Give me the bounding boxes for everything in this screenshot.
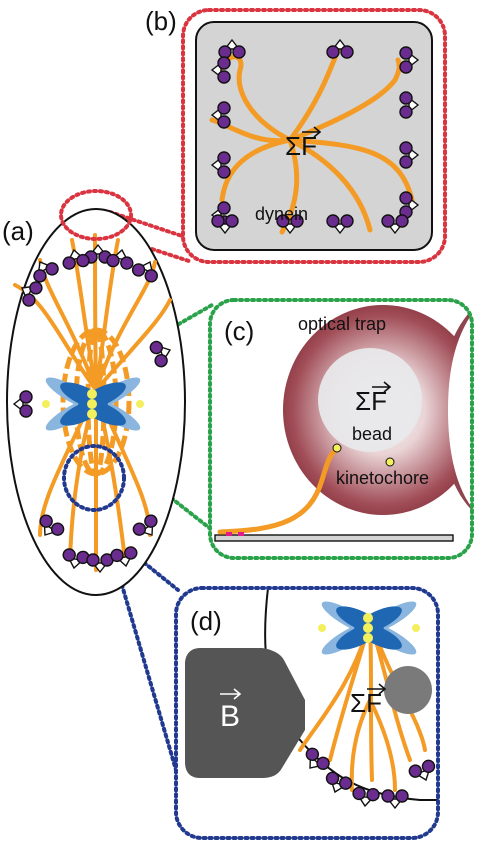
svg-text:ΣF: ΣF <box>350 688 382 718</box>
panel-c-frame <box>208 298 474 560</box>
panel-a: (a) <box>2 189 186 596</box>
dynein-label: dynein <box>255 204 308 224</box>
panel-d-label: (d) <box>190 606 222 636</box>
svg-text:ΣF: ΣF <box>285 131 317 161</box>
kinetochore-label: kinetochore <box>336 468 429 488</box>
svg-text:ΣF: ΣF <box>355 386 387 416</box>
optical-trap-label: optical trap <box>298 314 386 334</box>
bead <box>318 348 422 452</box>
svg-text:B: B <box>220 700 240 733</box>
tethered-microtubule <box>217 445 340 535</box>
bead-label: bead <box>352 424 392 444</box>
coverslip <box>214 534 454 542</box>
panel-c: optical trap ΣF bead kinetochore (c) <box>208 298 474 560</box>
magnetic-bead <box>384 666 432 714</box>
panel-d-frame <box>174 586 440 840</box>
region-d-highlight <box>62 444 126 512</box>
panel-b: ΣF dynein (b) <box>145 6 447 264</box>
panel-b-force: ΣF <box>285 126 322 161</box>
panel-c-label: (c) <box>224 316 254 346</box>
panel-c-force: ΣF <box>355 381 392 416</box>
panel-d-force: ΣF <box>350 683 387 718</box>
panel-d-field: B <box>220 688 242 733</box>
panel-d: B ΣF (d) <box>174 586 440 840</box>
panel-a-label: (a) <box>2 216 34 246</box>
panel-b-label: (b) <box>145 6 177 36</box>
magnet <box>185 648 305 778</box>
region-b-highlight <box>59 189 133 241</box>
